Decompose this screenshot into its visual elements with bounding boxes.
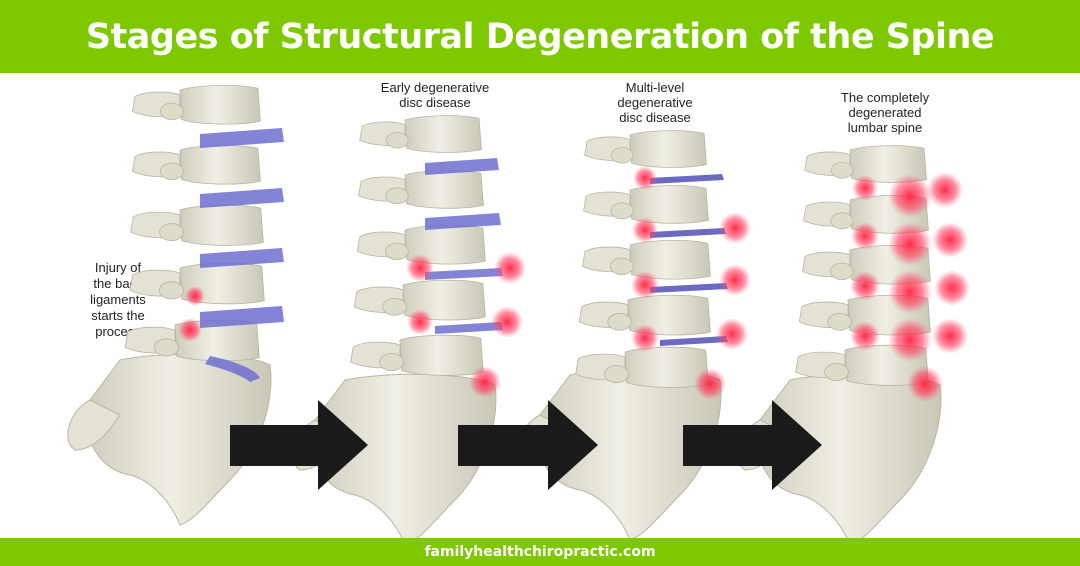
spine-healthy (67, 84, 284, 526)
arrow-stage-2-to-3 (458, 400, 598, 490)
footer-banner: familyhealthchiropractic.com (0, 538, 1080, 566)
title-banner: Stages of Structural Degeneration of the… (0, 0, 1080, 73)
footer-url[interactable]: familyhealthchiropractic.com (424, 544, 656, 560)
spine-multilevel-degeneration (517, 130, 751, 541)
stage-caption-multilevel: Multi-level degenerative disc disease (617, 80, 693, 125)
arrow-stage-1-to-2 (230, 400, 368, 490)
stage-caption-complete: The completely degenerated lumbar spine (840, 90, 930, 135)
spine-complete-degeneration (737, 145, 970, 546)
page-title: Stages of Structural Degeneration of the… (85, 16, 995, 57)
arrow-stage-3-to-4 (683, 400, 822, 490)
stage-caption-early: Early degenerative disc disease (380, 80, 490, 110)
spine-early-degeneration (292, 115, 526, 546)
